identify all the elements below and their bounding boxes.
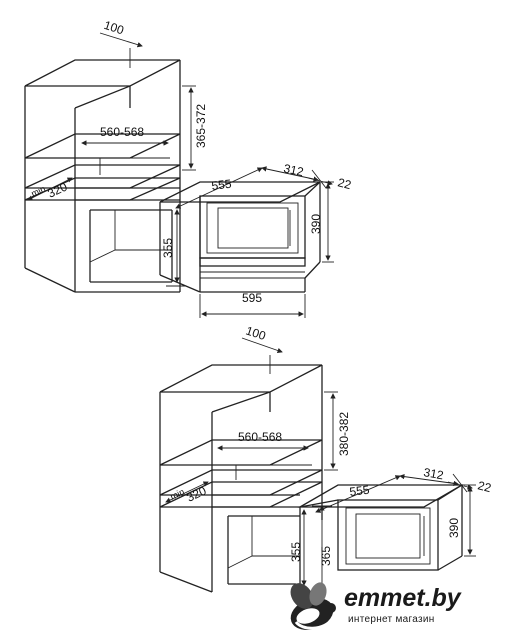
bottom-dim-front-height-a: 355	[289, 509, 307, 586]
top-dim-front-depth: 22	[307, 169, 353, 192]
top-appliance-width-label: 555	[211, 177, 233, 193]
top-dim-appliance-height: 390	[309, 181, 334, 263]
bottom-front-height-a-label: 355	[289, 542, 303, 562]
top-offset-label: 100	[102, 18, 126, 38]
brand-tagline: интернет магазин	[348, 614, 435, 625]
bottom-diagram: 100 560-568 380-382 min 320	[159, 324, 493, 593]
bottom-dim-niche-width: 560-568	[217, 430, 309, 451]
top-dim-niche-height: 365-372	[182, 85, 208, 171]
top-cabinet	[24, 59, 181, 293]
bottom-dim-front-height-b: 365	[312, 505, 333, 591]
top-front-height-label: 355	[161, 238, 175, 258]
top-dim-appliance-depth: 312	[261, 161, 319, 182]
bottom-appliance-depth-label: 312	[422, 465, 444, 482]
top-min-prefix: min	[30, 184, 47, 199]
top-dim-appliance-width: 555	[175, 167, 263, 209]
bottom-niche-height-label: 380-382	[337, 412, 351, 456]
bottom-dim-100: 100	[241, 324, 283, 374]
top-front-depth-label: 22	[336, 175, 353, 192]
bottom-front-depth-label: 22	[476, 478, 493, 495]
top-diagram: 100 560-568 365-372 min 320	[24, 18, 353, 318]
bottom-dim-niche-height: 380-382	[324, 391, 351, 471]
top-front-width-label: 595	[242, 291, 262, 305]
bottom-appliance-height-label: 390	[447, 518, 461, 538]
bottom-dim-appliance-height: 390	[447, 484, 476, 557]
bottom-appliance-width-label: 555	[349, 483, 371, 499]
top-dim-front-width: 595	[199, 291, 306, 318]
top-dim-niche-width: 560-568	[81, 125, 169, 146]
brand-name: emmet.by	[344, 584, 461, 612]
bottom-dim-min-depth: min 320	[165, 481, 209, 505]
bottom-dim-appliance-depth: 312	[399, 465, 459, 487]
top-appliance	[159, 181, 321, 293]
emmet-logo: emmet.by интернет магазин	[282, 578, 513, 640]
bee-icon	[290, 582, 336, 630]
top-niche-height-label: 365-372	[194, 104, 208, 148]
bottom-front-height-b-label: 365	[319, 546, 333, 566]
top-appliance-height-label: 390	[309, 214, 323, 234]
top-dim-100: 100	[99, 18, 143, 68]
bottom-appliance	[297, 484, 465, 585]
bottom-offset-label: 100	[244, 324, 268, 344]
bottom-dim-front-depth: 22	[447, 473, 493, 495]
top-dim-min-depth: min 320	[27, 177, 73, 201]
top-dim-front-height: 355	[161, 209, 186, 287]
bottom-niche-width-label: 560-568	[238, 430, 282, 444]
top-niche-width-label: 560-568	[100, 125, 144, 139]
bottom-min-depth-label: 320	[184, 483, 208, 504]
top-appliance-depth-label: 312	[282, 161, 305, 179]
